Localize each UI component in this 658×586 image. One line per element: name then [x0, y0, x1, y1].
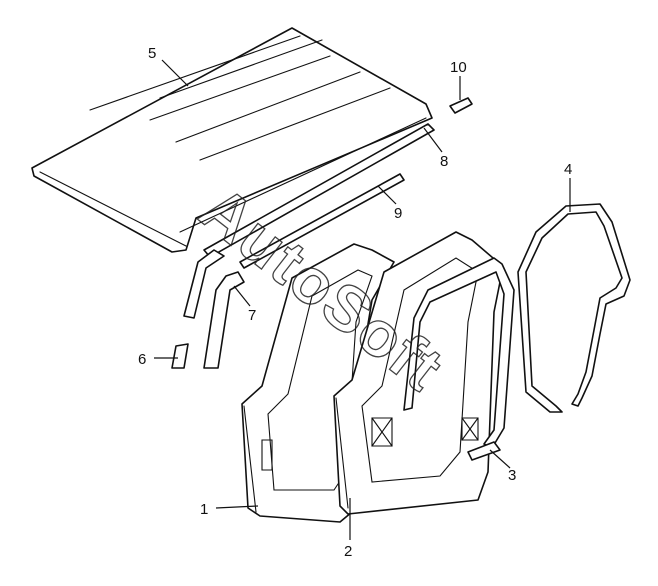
callout-7: 7 [248, 307, 256, 324]
callout-8: 8 [440, 153, 448, 170]
callout-5: 5 [148, 45, 156, 62]
callout-2: 2 [344, 543, 352, 560]
callout-labels: 1 2 3 4 5 6 7 8 9 10 [138, 45, 572, 560]
leader-9 [377, 185, 397, 205]
callout-3: 3 [508, 467, 516, 484]
pillar-seal [203, 271, 245, 369]
leader-7 [233, 285, 251, 307]
door-weatherstrip [517, 203, 631, 413]
leader-3 [489, 449, 511, 469]
callout-1: 1 [200, 501, 208, 518]
roof-panel [31, 27, 433, 253]
callout-9: 9 [394, 205, 402, 222]
sill-trim [467, 441, 501, 461]
leader-lines [154, 59, 571, 540]
roof-clip [449, 97, 473, 114]
left-pillar-trim-upper [183, 249, 225, 319]
callout-10: 10 [450, 59, 467, 76]
callout-4: 4 [564, 161, 572, 178]
roof-seal-strip-lower [239, 173, 405, 269]
callout-6: 6 [138, 351, 146, 368]
leader-8 [423, 127, 443, 153]
leader-5 [161, 59, 189, 87]
leader-1 [215, 505, 259, 509]
small-clip-block [171, 343, 189, 369]
